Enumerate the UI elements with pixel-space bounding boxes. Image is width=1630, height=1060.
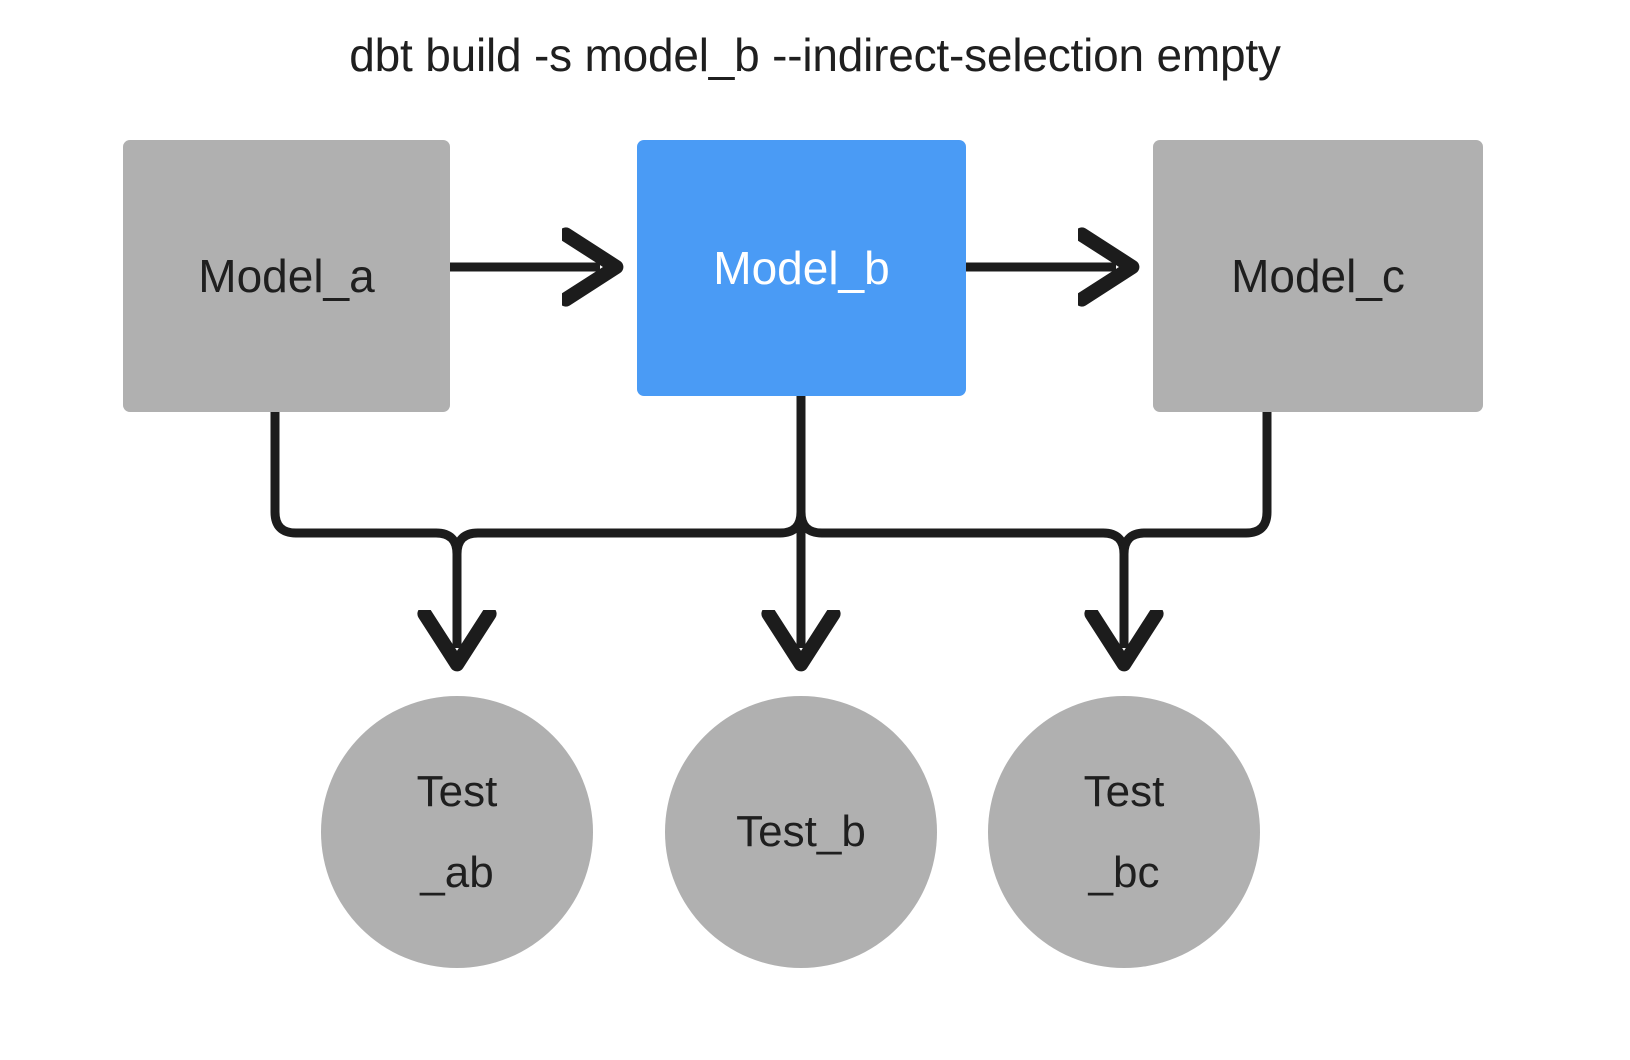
- node-model-a[interactable]: Model_a: [123, 140, 450, 412]
- node-test-bc-label-line2: _bc: [1088, 848, 1160, 897]
- node-model-c[interactable]: Model_c: [1153, 140, 1483, 412]
- node-test-bc-label-line1: Test: [1083, 766, 1165, 816]
- node-test-bc[interactable]: Test _bc: [988, 696, 1260, 968]
- node-test-ab-label-line1: Test: [416, 766, 498, 816]
- node-model-b-label: Model_b: [713, 241, 890, 294]
- node-test-ab[interactable]: Test _ab: [321, 696, 593, 968]
- edge-model-a-to-test-ab: [270, 412, 457, 648]
- node-model-b[interactable]: Model_b: [637, 140, 966, 396]
- edge-model-b-to-test-ab: [452, 396, 806, 555]
- edge-model-c-to-test-bc: [1119, 412, 1272, 555]
- node-test-ab-label-line2: _ab: [420, 848, 494, 897]
- node-test-b-label-line1: Test_b: [736, 807, 866, 857]
- node-model-a-label: Model_a: [198, 249, 375, 302]
- edge-model-b-to-test-bc: [796, 396, 1124, 648]
- node-model-c-label: Model_c: [1231, 249, 1405, 302]
- node-test-b[interactable]: Test_b: [665, 696, 937, 968]
- diagram-title: dbt build -s model_b --indirect-selectio…: [349, 29, 1281, 81]
